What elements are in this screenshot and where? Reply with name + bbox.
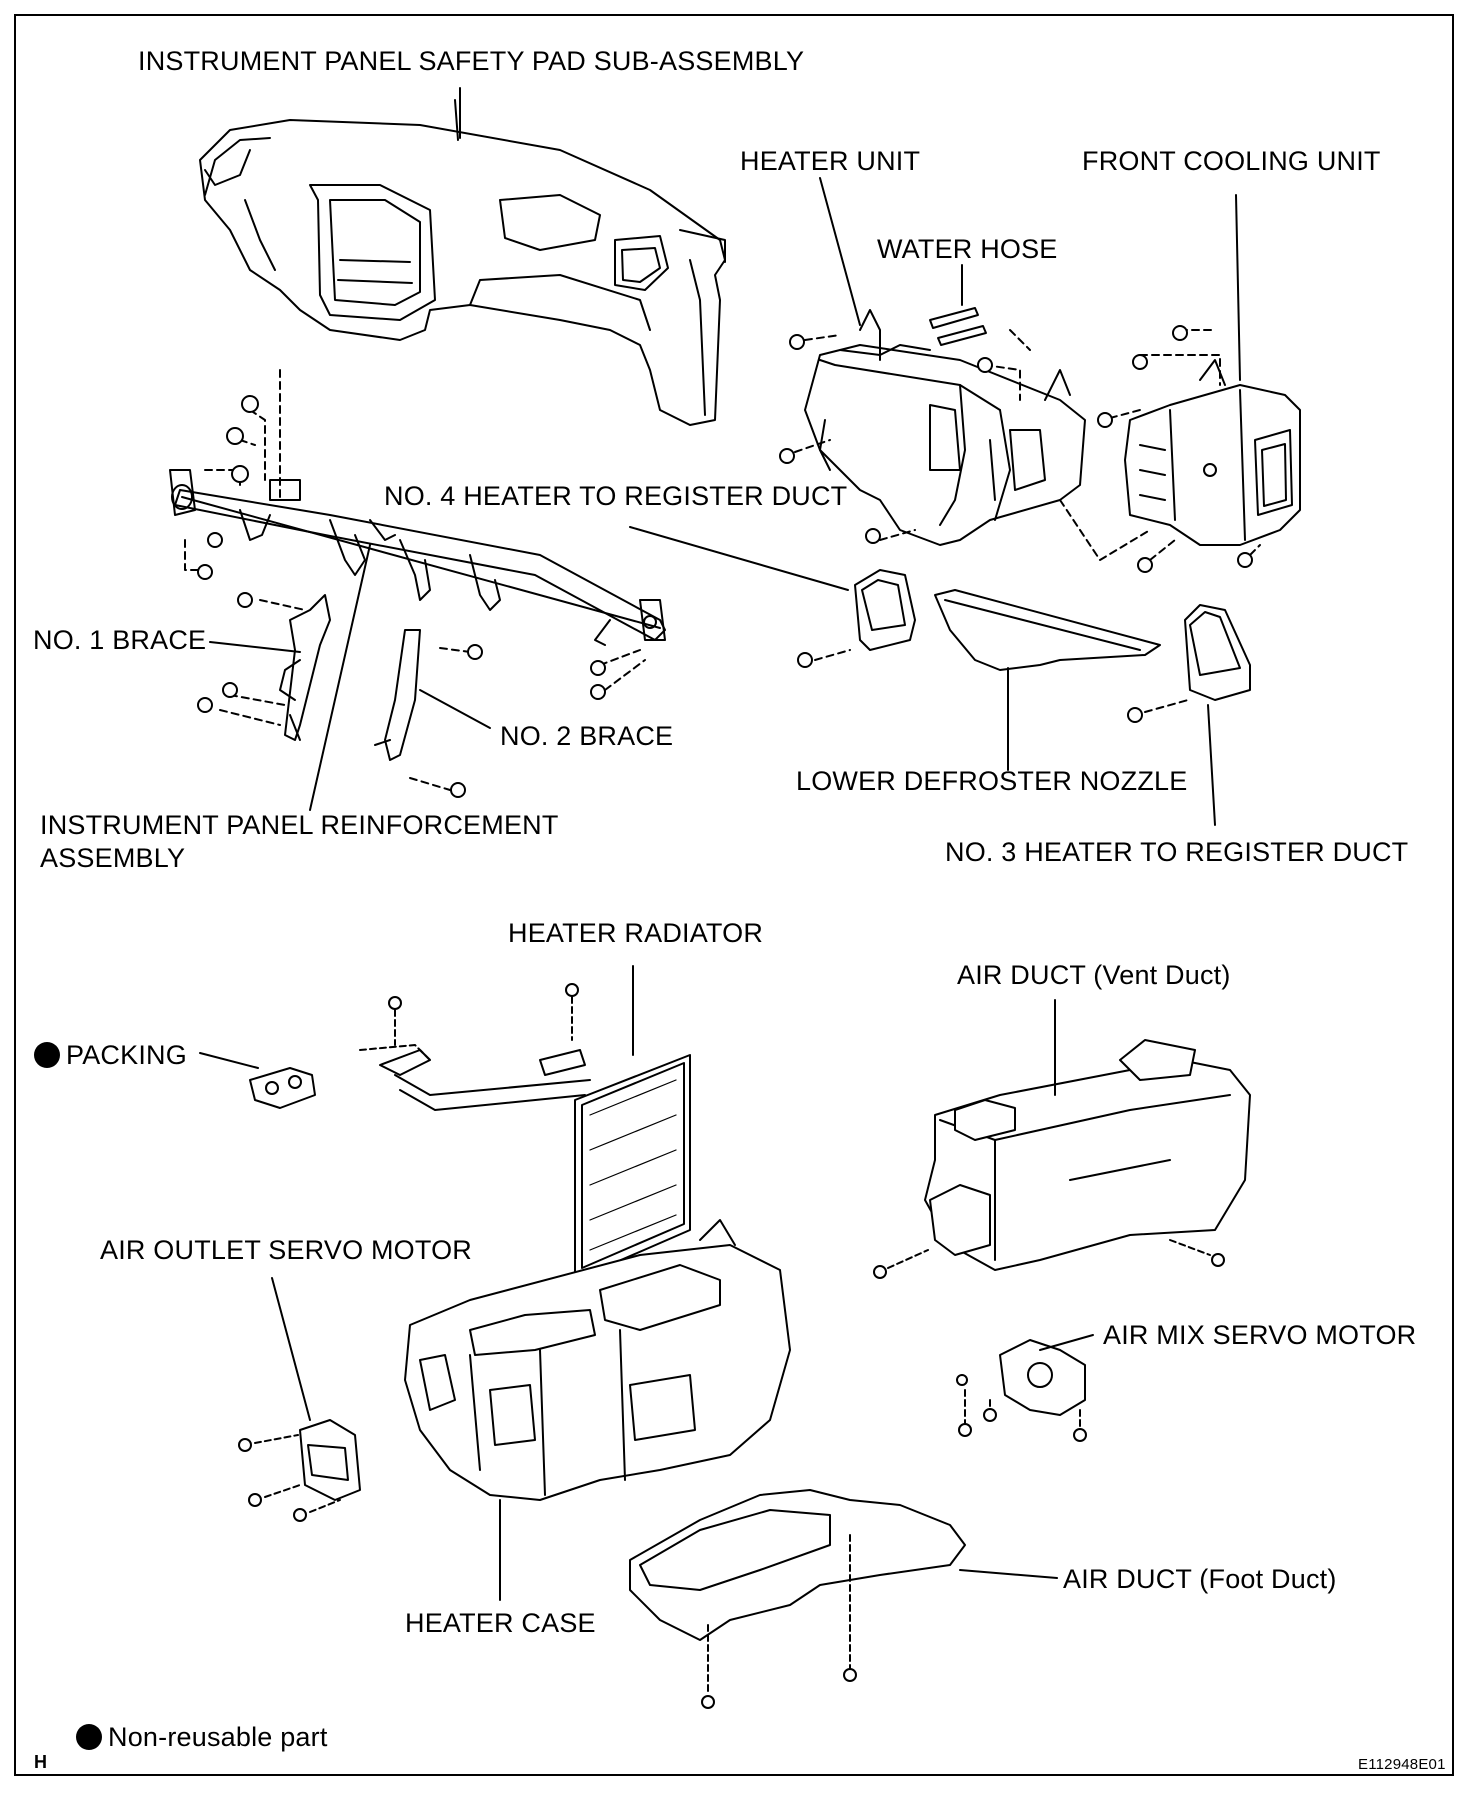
heater-case-drawing <box>404 1219 791 1501</box>
label-reinforcement-1: INSTRUMENT PANEL REINFORCEMENT <box>40 810 559 840</box>
foot-duct-drawing <box>629 1489 966 1709</box>
air-mix-servo-drawing <box>956 1339 1087 1442</box>
packing-text: PACKING <box>66 1040 187 1070</box>
label-water-hose: WATER HOSE <box>877 234 1058 264</box>
label-no1-brace: NO. 1 BRACE <box>33 625 207 655</box>
leader-no3-duct <box>1207 704 1216 826</box>
water-hose-drawing <box>929 307 987 346</box>
legend: Non-reusable part <box>76 1722 328 1753</box>
lower-defroster-drawing <box>934 589 1161 671</box>
leader-no2-brace <box>419 689 491 729</box>
leader-packing <box>199 1052 259 1069</box>
leader-reinforcement <box>309 544 371 811</box>
label-reinforcement-2: ASSEMBLY <box>40 843 186 873</box>
label-no3-duct: NO. 3 HEATER TO REGISTER DUCT <box>945 837 1409 867</box>
label-foot-duct: AIR DUCT (Foot Duct) <box>1063 1564 1337 1594</box>
leader-no4-duct <box>629 526 849 591</box>
safety-pad-drawing <box>199 99 726 426</box>
label-lower-defroster: LOWER DEFROSTER NOZZLE <box>796 766 1188 796</box>
label-air-mix-servo: AIR MIX SERVO MOTOR <box>1103 1320 1417 1350</box>
label-heater-radiator: HEATER RADIATOR <box>508 918 764 948</box>
figure-code: E112948E01 <box>1358 1756 1446 1773</box>
label-packing: PACKING <box>34 1040 187 1071</box>
label-safety-pad: INSTRUMENT PANEL SAFETY PAD SUB-ASSEMBLY <box>138 46 805 76</box>
front-cooling-unit-drawing <box>1124 359 1301 546</box>
leader-air-outlet-servo <box>271 1277 311 1421</box>
legend-dot-icon <box>76 1724 102 1750</box>
no3-duct-drawing <box>1127 604 1251 723</box>
non-reusable-dot-icon <box>34 1042 60 1068</box>
vent-duct-drawing <box>873 1039 1251 1279</box>
label-air-outlet-servo: AIR OUTLET SERVO MOTOR <box>100 1235 472 1265</box>
air-outlet-servo-drawing <box>238 1419 361 1522</box>
label-heater-unit: HEATER UNIT <box>740 146 921 176</box>
leader-front-cooling <box>1235 194 1241 381</box>
label-front-cooling-unit: FRONT COOLING UNIT <box>1082 146 1381 176</box>
packing-drawing <box>249 1067 316 1109</box>
heater-unit-drawing <box>804 309 1086 546</box>
heater-radiator-drawing <box>359 983 691 1281</box>
diagram-frame <box>14 14 1454 1776</box>
no4-duct-drawing <box>797 569 916 668</box>
leader-air-mix-servo <box>1039 1334 1094 1351</box>
label-heater-case: HEATER CASE <box>405 1608 596 1638</box>
fasteners-left <box>184 369 646 798</box>
leader-no1-brace <box>209 641 301 653</box>
fasteners-heater <box>779 325 1261 573</box>
leader-heater-unit <box>819 177 861 326</box>
label-no2-brace: NO. 2 BRACE <box>500 721 674 751</box>
leader-foot-duct <box>959 1569 1058 1579</box>
reinforcement-drawing <box>169 469 666 761</box>
label-no4-duct: NO. 4 HEATER TO REGISTER DUCT <box>384 481 848 511</box>
legend-text: Non-reusable part <box>108 1722 328 1752</box>
label-vent-duct: AIR DUCT (Vent Duct) <box>957 960 1231 990</box>
section-letter: H <box>34 1752 48 1772</box>
